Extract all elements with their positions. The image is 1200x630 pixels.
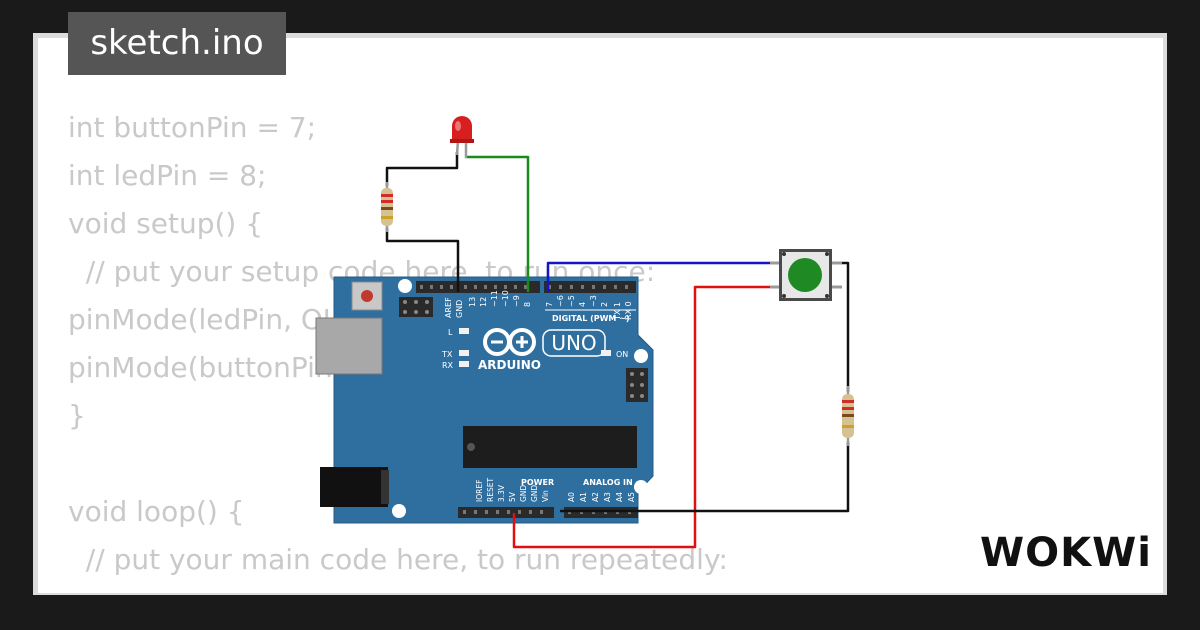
aref-label: AREF	[444, 297, 453, 318]
wire-button-pin7[interactable]	[546, 261, 778, 292]
pin-label: A3	[603, 492, 612, 502]
arduino-logo-icon	[483, 328, 536, 356]
pin-label: ~9	[512, 295, 521, 307]
mounting-hole	[392, 504, 406, 518]
power-jack-edge	[381, 470, 389, 504]
wire-resistor-gnd[interactable]	[385, 228, 460, 292]
code-line: if (digitalRead(buttonPin) == LOW)	[68, 584, 728, 593]
pin-label: A1	[579, 492, 588, 502]
pin-label: 4	[578, 302, 587, 307]
code-line: int buttonPin = 7;	[68, 111, 317, 144]
board-model: UNO	[551, 331, 596, 355]
pin-label: ~5	[567, 295, 576, 307]
power-jack	[320, 467, 388, 507]
code-line: }	[68, 399, 86, 432]
arduino-uno-board[interactable]: AREF GND 13 12 ~11 ~10 ~9 8 7 ~6 ~5 4 ~3…	[315, 276, 654, 524]
chip-notch	[467, 443, 475, 451]
pin-label: 12	[479, 297, 488, 307]
rx-led	[459, 361, 469, 367]
pin-label: IOREF	[475, 480, 484, 502]
pushbutton-component[interactable]	[770, 249, 842, 301]
code-line: // put your main code here, to run repea…	[68, 543, 728, 576]
mounting-hole	[634, 480, 648, 494]
wokwi-logo: WOKWi	[978, 528, 1148, 576]
usb-port	[315, 317, 383, 375]
analog-header	[564, 507, 638, 518]
pin-label: 13	[468, 297, 477, 307]
pin-label: GND	[519, 485, 528, 502]
code-line: void loop() {	[68, 495, 245, 528]
resistor-button[interactable]	[842, 386, 854, 446]
pin-label: 2	[600, 302, 609, 307]
wire-led-resistor[interactable]	[385, 152, 459, 186]
pin-label: 8	[523, 302, 532, 307]
on-led	[601, 350, 611, 356]
pin-label: A0	[567, 492, 576, 502]
rx-led-label: RX	[442, 361, 454, 370]
pin-label: 3.3V	[497, 484, 506, 502]
code-line: void setup() {	[68, 207, 264, 240]
mounting-hole	[398, 279, 412, 293]
pin-label: ~3	[589, 295, 598, 307]
led-icon	[452, 116, 472, 141]
pin-label: 5V	[508, 491, 517, 502]
l-led	[459, 328, 469, 334]
digital-header-pins	[420, 285, 628, 289]
digital-header-high	[460, 281, 540, 293]
led-component[interactable]	[450, 116, 474, 158]
pin-label: A2	[591, 492, 600, 502]
power-label: POWER	[521, 478, 554, 487]
pin-label: A5	[627, 492, 636, 502]
microcontroller-chip	[463, 426, 637, 468]
icsp-header	[399, 297, 433, 317]
resistor-led[interactable]	[381, 182, 393, 232]
wire-led-anode[interactable]	[465, 155, 530, 292]
pin-label: TX 1	[613, 302, 622, 321]
l-led-label: L	[448, 328, 453, 337]
uno-badge	[542, 329, 606, 357]
header-aref-gnd	[416, 281, 460, 293]
tx-led	[459, 350, 469, 356]
mounting-hole	[634, 349, 648, 363]
code-editor: int buttonPin = 7; int ledPin = 8; void se…	[68, 104, 728, 593]
pin-label: RX 0	[624, 301, 633, 320]
pin-label: Vin	[541, 490, 550, 502]
wokwi-logo-text: WOKWi	[980, 530, 1148, 576]
pin-label: 7	[545, 302, 554, 307]
file-title: sketch.ino	[68, 12, 286, 75]
on-led-label: ON	[616, 350, 628, 359]
pin-label: GND	[530, 485, 539, 502]
pin-label: ~6	[556, 295, 565, 307]
pin-label: ~10	[501, 290, 510, 307]
digital-label: DIGITAL (PWM ~)	[552, 314, 630, 323]
digital-header-low	[544, 281, 636, 293]
code-line: int ledPin = 8;	[68, 159, 267, 192]
power-header	[458, 507, 554, 518]
board-logo-text: ARDUINO	[478, 358, 541, 372]
reset-button-cap	[361, 290, 373, 302]
tx-led-label: TX	[441, 350, 453, 359]
pin-label: RESET	[486, 478, 495, 502]
pin-label: A4	[615, 492, 624, 502]
analog-label: ANALOG IN	[583, 478, 633, 487]
wire-button-resistor[interactable]	[838, 261, 850, 392]
icsp-header-right	[626, 368, 648, 402]
wire-5v-button[interactable]	[512, 285, 778, 549]
button-cap-icon	[788, 258, 822, 292]
pin-label: ~11	[490, 290, 499, 307]
gnd-label: GND	[455, 300, 464, 318]
wire-resistor-ground[interactable]	[560, 442, 850, 513]
